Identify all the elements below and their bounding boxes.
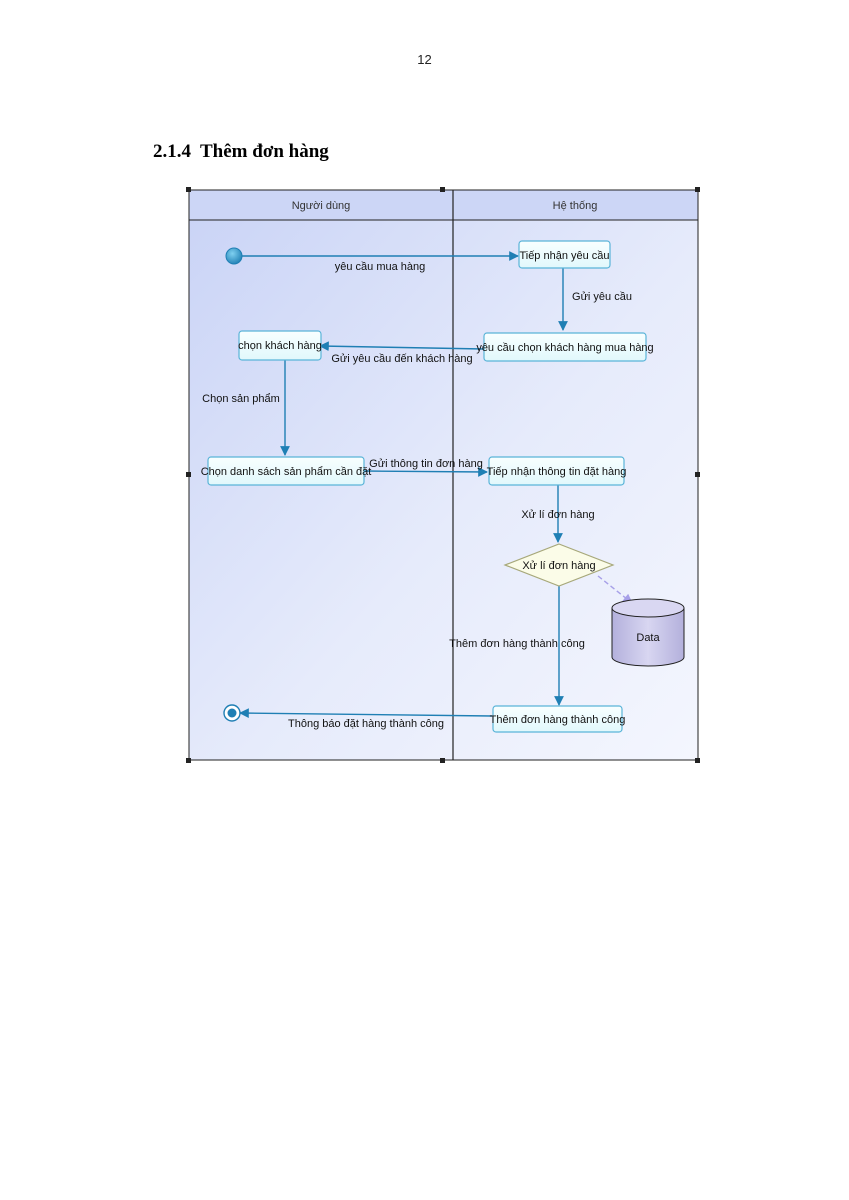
edge-send-order-info <box>363 467 488 477</box>
decision-node: Xử lí đơn hàng <box>503 543 615 587</box>
datastore-node-label: Data <box>636 632 660 644</box>
end-node <box>223 704 241 722</box>
node-choose-customer: chọn khách hàng <box>238 330 322 361</box>
edge-label-choose-product: Chọn sản phẩm <box>202 393 280 405</box>
edge-label-send-order-info: Gửi thông tin đơn hàng <box>369 458 483 470</box>
node-add-order-success-label: Thêm đơn hàng thành công <box>490 714 626 726</box>
node-receive-request-label: Tiếp nhận yêu cầu <box>519 250 609 262</box>
edge-label-send-request: Gửi yêu cầu <box>572 291 632 303</box>
edges <box>239 251 568 719</box>
node-receive-order-info: Tiếp nhận thông tin đặt hàng <box>487 456 627 486</box>
section-title: Thêm đơn hàng <box>200 141 329 162</box>
node-request-choose-customer: yêu cầu chọn khách hàng mua hàng <box>476 332 654 362</box>
lane-title-system: Hệ thống <box>553 200 598 212</box>
edge-label-notify-success: Thông báo đặt hàng thành công <box>288 718 444 730</box>
node-receive-request: Tiếp nhận yêu cầu <box>518 240 611 269</box>
edge-to-datastore <box>597 575 633 604</box>
start-node <box>225 247 243 265</box>
edge-send-request-to-customer <box>319 341 485 352</box>
lane-title-user: Người dùng <box>292 200 351 212</box>
node-choose-product-list-label: Chọn danh sách sản phẩm cần đặt <box>201 466 372 478</box>
node-receive-order-info-label: Tiếp nhận thông tin đặt hàng <box>487 466 627 478</box>
node-choose-customer-label: chọn khách hàng <box>238 340 322 352</box>
edge-label-process-order: Xử lí đơn hàng <box>521 509 594 521</box>
datastore-node: Data <box>611 598 685 667</box>
node-request-choose-customer-label: yêu cầu chọn khách hàng mua hàng <box>476 342 653 354</box>
page-number: 12 <box>417 52 432 67</box>
edge-label-add-success: Thêm đơn hàng thành công <box>449 638 585 650</box>
edge-label-send-request-to-customer: Gửi yêu cầu đến khách hàng <box>331 353 472 365</box>
decision-node-label: Xử lí đơn hàng <box>522 560 595 572</box>
section-number: 2.1.4 <box>153 141 191 162</box>
node-choose-product-list: Chọn danh sách sản phẩm cần đặt <box>201 456 372 486</box>
edge-notify-success <box>239 708 493 719</box>
node-add-order-success: Thêm đơn hàng thành công <box>490 705 626 733</box>
edge-label-buy-request: yêu cầu mua hàng <box>335 261 426 273</box>
section-heading: 2.1.4 Thêm đơn hàng <box>153 141 329 163</box>
